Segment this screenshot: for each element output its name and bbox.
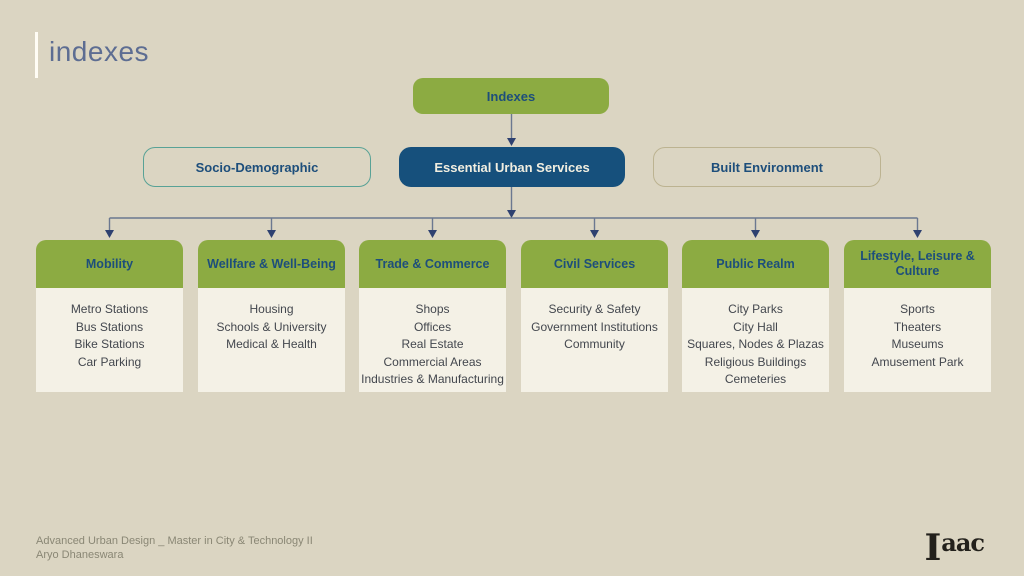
category-item: Theaters [893,319,942,334]
footer-credits: Advanced Urban Design _ Master in City &… [36,534,313,562]
footer-line-author: Aryo Dhaneswara [36,549,124,561]
arrowhead-icon [507,138,516,146]
node-socio-demographic: Socio-Demographic [143,147,371,187]
category-item: Schools & University [216,319,327,334]
iaac-logo-rest: aac [941,528,985,557]
category-item: Industries & Manufacturing [361,372,504,386]
category-item: Metro Stations [70,302,149,316]
arrowhead-icon [428,230,437,238]
category-item: City Parks [728,302,783,316]
category-item: Squares, Nodes & Plazas [687,337,824,351]
category-card-title: Lifestyle, Leisure & Culture [844,240,991,288]
category-card-title: Civil Services [521,240,668,288]
arrowhead-icon [913,230,922,238]
category-card-title: Wellfare & Well-Being [198,240,345,288]
node-built-environment: Built Environment [653,147,881,187]
iaac-logo: I aac [924,527,985,569]
category-item: Offices [413,319,452,334]
iaac-logo-initial: I [924,527,942,569]
node-essential-urban-services: Essential Urban Services [399,147,625,187]
category-item: Car Parking [77,354,142,369]
arrowhead-icon [751,230,760,238]
category-card-title: Public Realm [682,240,829,288]
category-card-title: Trade & Commerce [359,240,506,288]
category-item: City Hall [733,319,778,334]
category-item: Amusement Park [871,354,964,369]
arrowhead-icon [105,230,114,238]
arrowhead-icon [267,230,276,238]
node-indexes: Indexes [413,78,609,114]
footer-line-course: Advanced Urban Design _ Master in City &… [36,535,313,547]
category-item: Cemeteries [724,372,787,386]
category-item: Religious Buildings [704,354,807,369]
category-item: Bike Stations [74,337,145,351]
category-item: Government Institutions [531,319,658,334]
category-item: Housing [249,302,294,316]
category-item: Commercial Areas [383,354,482,369]
page-title: indexes [49,36,150,67]
category-item: Medical & Health [226,337,317,351]
category-item: Museums [891,337,944,351]
category-item: Shops [415,302,450,316]
category-item: Bus Stations [75,319,144,334]
arrowhead-icon [507,210,516,218]
category-item: Security & Safety [548,302,641,316]
category-card-title: Mobility [36,240,183,288]
category-item: Sports [900,302,935,316]
arrowhead-icon [590,230,599,238]
category-item: Real Estate [401,337,464,351]
title-accent-bar [35,32,38,78]
category-item: Community [564,337,625,351]
